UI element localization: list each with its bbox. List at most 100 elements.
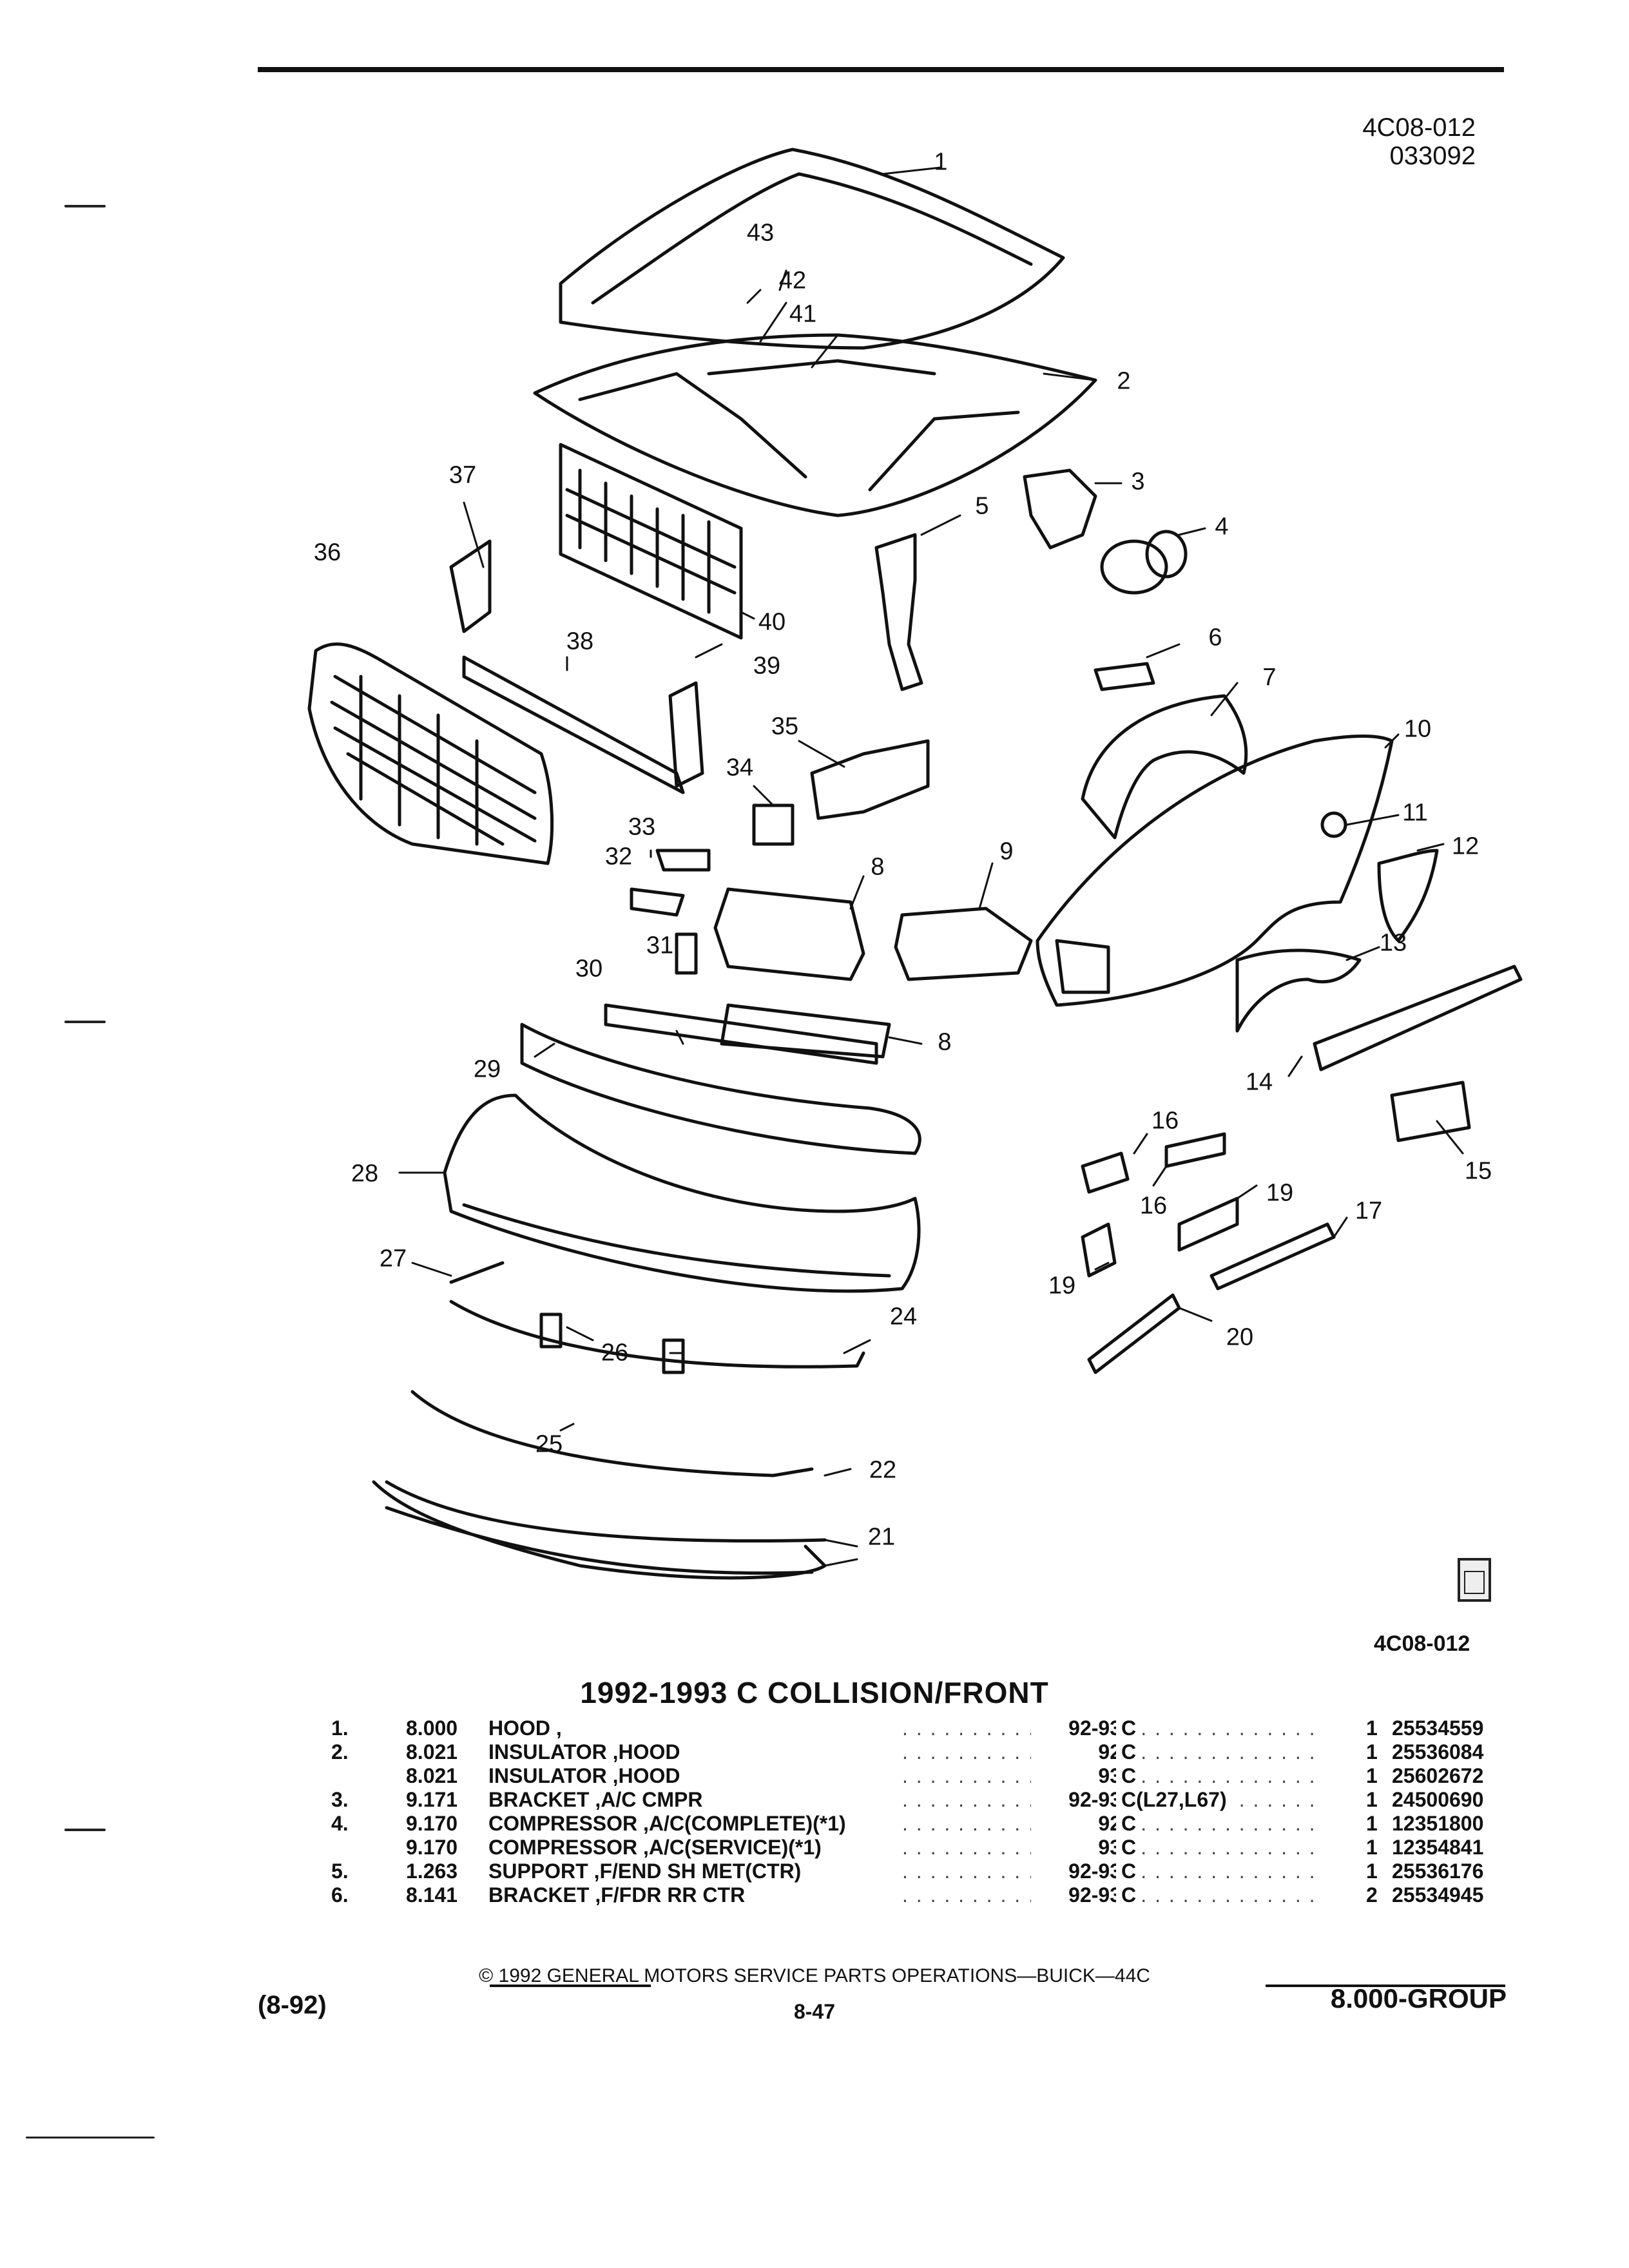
part-5-support (874, 533, 923, 691)
callout-label: 31 (646, 932, 674, 959)
part-desc: BRACKET ,F/FDR RR CTR (488, 1883, 746, 1907)
callout-label: 22 (869, 1456, 897, 1484)
part-7-wheelhouse (1081, 694, 1248, 840)
part-group: 9.170 (406, 1812, 458, 1835)
callout-label: 39 (753, 652, 781, 680)
part-desc: COMPRESSOR ,A/C(SERVICE)(*1) (488, 1836, 822, 1859)
part-part-no: 25536176 (1392, 1860, 1484, 1883)
part-28-fascia (443, 1093, 921, 1293)
part-qty: 1 (1366, 1812, 1378, 1835)
part-37-bracket (449, 539, 492, 633)
part-12-flap (1377, 849, 1439, 943)
callout-label: 25 (535, 1430, 563, 1458)
part-9-marker (894, 907, 1033, 981)
part-item: 4. (331, 1812, 349, 1835)
part-3-bracket (1023, 468, 1097, 550)
part-desc: INSULATOR ,HOOD (488, 1764, 680, 1787)
part-32-bracket (630, 887, 685, 917)
callout-label: 43 (746, 219, 775, 247)
part-series: C(L27,L67) (1116, 1788, 1232, 1812)
callout-label: 37 (448, 461, 477, 489)
callout-label: 20 (1226, 1323, 1254, 1351)
callout-label: 4 (1215, 513, 1229, 541)
callout-label: 14 (1245, 1068, 1273, 1096)
page-number: 8-47 (793, 2000, 836, 2023)
catalog-code: 4C08-012 (1362, 113, 1476, 142)
callout-label: 11 (1402, 799, 1428, 827)
callout-label: 16 (1139, 1192, 1168, 1220)
callout-label: 40 (758, 608, 786, 636)
margin-mark (64, 1829, 106, 1831)
callout-label: 35 (771, 713, 799, 740)
copyright: © 1992 GENERAL MOTORS SERVICE PARTS OPER… (479, 1965, 1150, 1986)
callout-label: 21 (867, 1523, 896, 1551)
part-40-radiator (559, 443, 743, 640)
part-item: 2. (331, 1740, 349, 1763)
part-qty: 1 (1366, 1740, 1378, 1763)
revision-code: (8-92) (258, 1991, 327, 2019)
callout-label: 3 (1131, 468, 1145, 495)
part-qty: 1 (1366, 1716, 1378, 1740)
part-39-bracket (668, 681, 704, 788)
part-25-strip (410, 1390, 814, 1477)
part-group: 9.170 (406, 1836, 458, 1859)
callout-label: 8 (871, 853, 885, 881)
callout-label: 12 (1451, 832, 1480, 860)
part-series: C (1116, 1740, 1142, 1764)
date-code: 033092 (1389, 142, 1476, 170)
footer-rule-left (490, 1984, 651, 1987)
part-14-rocker (1313, 965, 1523, 1072)
callout-label: 19 (1048, 1272, 1076, 1300)
callout-label: 38 (566, 628, 594, 655)
part-series: C (1116, 1716, 1142, 1740)
parts-row: . . . . . . . . . . . . . . . . . . . . … (322, 1883, 1527, 1907)
part-19-bracket (1081, 1222, 1117, 1278)
part-4-compressor (1100, 539, 1168, 595)
part-years: 92 (1031, 1740, 1121, 1764)
part-30-absorber (604, 1003, 878, 1065)
callout-label: 15 (1464, 1157, 1492, 1185)
part-17-molding (1210, 1222, 1336, 1291)
part-series: C (1116, 1812, 1142, 1836)
callout-label: 2 (1117, 367, 1131, 395)
part-16-bracket (1081, 1151, 1130, 1194)
gm-spo-logo (1458, 1558, 1491, 1602)
part-item: 6. (331, 1883, 349, 1907)
exploded-diagram (307, 148, 1523, 1580)
part-33-bracket (655, 849, 711, 872)
callout-label: 16 (1151, 1107, 1179, 1135)
callout-label: 6 (1208, 624, 1222, 651)
margin-mark (26, 2137, 155, 2138)
callout-label: 34 (726, 754, 754, 782)
part-21-valance (372, 1480, 827, 1580)
part-years: 92-93 (1031, 1860, 1121, 1883)
part-qty: 2 (1366, 1883, 1378, 1907)
part-part-no: 25534559 (1392, 1716, 1484, 1740)
part-20-molding (1087, 1293, 1181, 1374)
callout-label: 19 (1266, 1179, 1294, 1207)
part-series: C (1116, 1836, 1142, 1860)
part-series: C (1116, 1860, 1142, 1883)
part-26-clip (662, 1338, 685, 1374)
part-group: 9.171 (406, 1788, 458, 1811)
part-35-bracket (810, 739, 930, 820)
part-years: 93 (1031, 1764, 1121, 1788)
part-desc: HOOD , (488, 1716, 562, 1740)
margin-mark (64, 205, 106, 207)
part-group: 1.263 (406, 1860, 458, 1883)
callout-label: 41 (789, 300, 817, 328)
part-desc: SUPPORT ,F/END SH MET(CTR) (488, 1860, 802, 1883)
part-qty: 1 (1366, 1836, 1378, 1859)
parts-row: . . . . . . . . . . . . . . . . . . . . … (322, 1812, 1527, 1836)
part-19-bracket (1177, 1196, 1239, 1252)
part-1-hood (559, 148, 1065, 350)
part-years: 92-93 (1031, 1716, 1121, 1740)
callout-label: 36 (313, 539, 342, 566)
callout-label: 9 (999, 838, 1014, 865)
part-15-molding (1390, 1081, 1471, 1142)
callout-label: 42 (778, 267, 807, 294)
part-desc: INSULATOR ,HOOD (488, 1740, 680, 1763)
part-8-headlamp-lower (720, 1003, 891, 1059)
part-group: 8.021 (406, 1764, 458, 1787)
part-part-no: 25602672 (1392, 1764, 1484, 1787)
